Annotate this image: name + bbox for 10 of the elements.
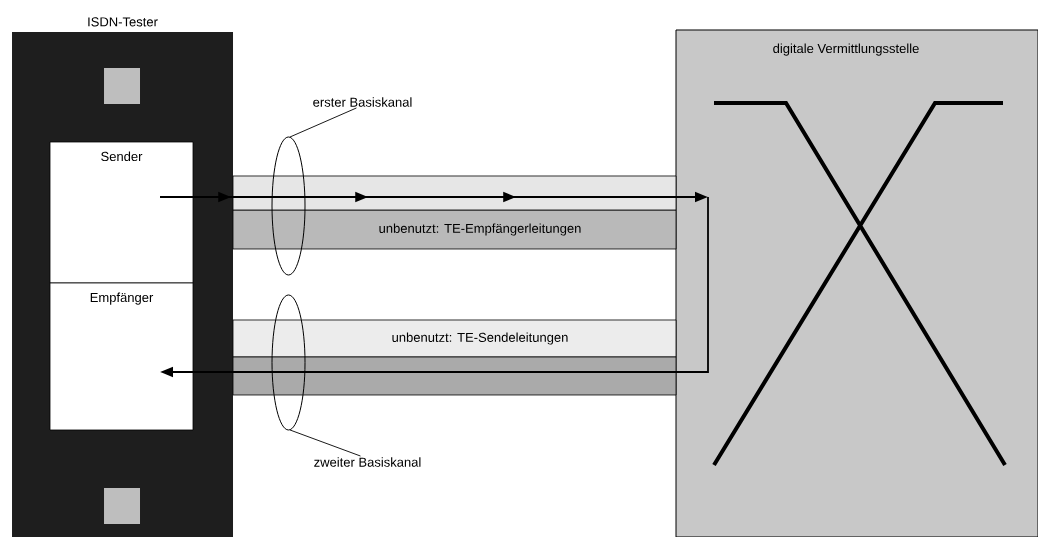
unit-box: Sender [49, 141, 194, 284]
leader-line [289, 429, 361, 457]
leader-line [289, 107, 357, 138]
line-band: unbenutzt: TE-Empfängerleitungen [232, 209, 677, 250]
callout-label: zweiter Basiskanal [314, 457, 421, 467]
exchange-box: digitale Vermittlungsstelle [675, 29, 1038, 537]
unit-box: Empfänger [49, 282, 194, 431]
node-label: ISDN-Tester [88, 17, 158, 27]
line-band: unbenutzt: TE-Sendeleitungen [232, 319, 677, 358]
callout-label: erster Basiskanal [313, 97, 412, 107]
